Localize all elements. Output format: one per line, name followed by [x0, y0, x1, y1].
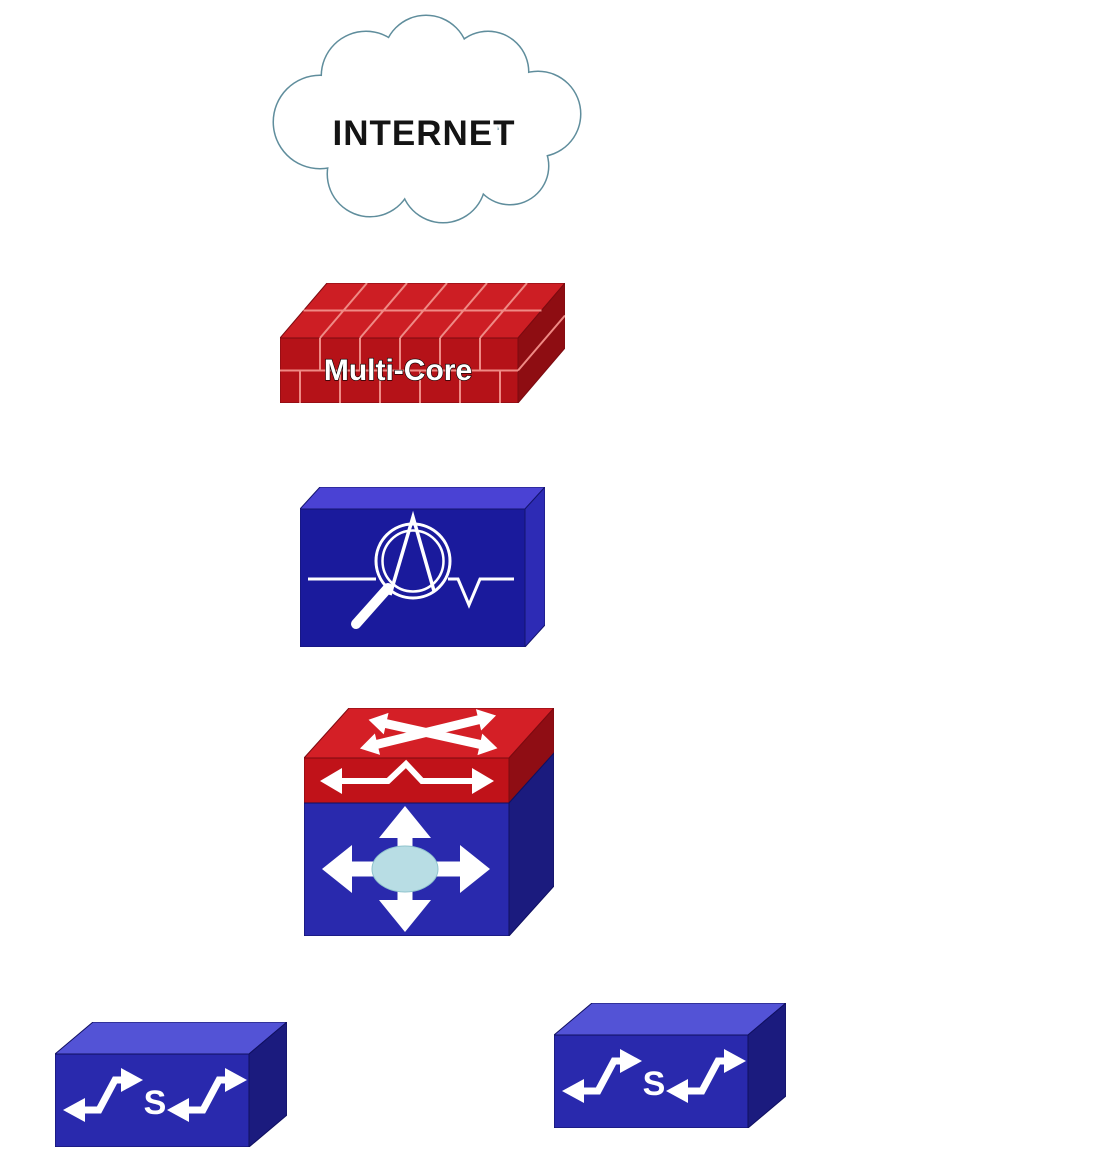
- switch-s-label: S: [144, 1084, 167, 1122]
- layer3-switch: [304, 708, 554, 936]
- internet-cloud: INTERNET: [248, 14, 590, 232]
- magnifier-trace-icon: [308, 510, 514, 629]
- switch-s-label: S: [643, 1065, 666, 1103]
- layer3-switch-icon: [304, 708, 554, 936]
- core-ellipse: [371, 845, 439, 893]
- multicore-firewall-icon: Multi-Core: [280, 283, 565, 403]
- brick-grid: [280, 283, 565, 403]
- workgroup-switch-icon: S: [554, 1003, 786, 1128]
- multicore-firewall: Multi-Core: [280, 283, 565, 403]
- switch-arrows-icon: [63, 1068, 247, 1122]
- switch-arrows-icon: [562, 1049, 746, 1103]
- switch-cross-arrows-icon: [322, 806, 490, 932]
- access-switch-right: S: [554, 1003, 786, 1128]
- access-switch-left: S: [55, 1022, 287, 1147]
- firewall-label: Multi-Core: [324, 354, 472, 387]
- ips-sensor-icon: [300, 487, 545, 647]
- internet-label: INTERNET: [333, 114, 516, 153]
- internet-cloud-icon: INTERNET: [272, 14, 582, 224]
- router-crossed-arrows-icon: [359, 709, 498, 756]
- router-zigzag-arrow-icon: [320, 759, 494, 794]
- workgroup-switch-icon: S: [55, 1022, 287, 1147]
- ips-sensor: [300, 487, 545, 647]
